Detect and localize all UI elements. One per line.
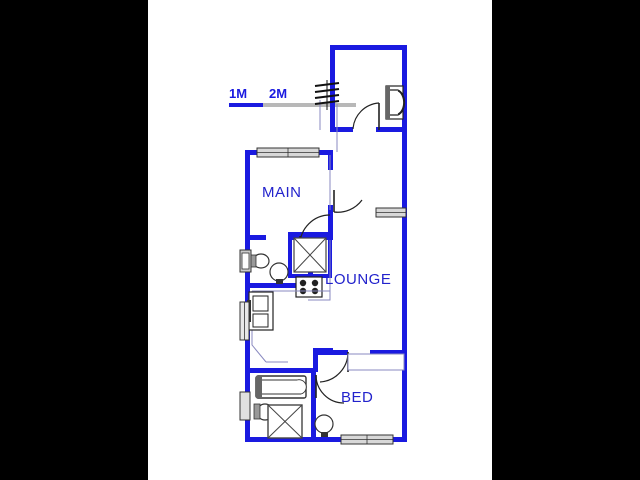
basin-bottom bbox=[314, 414, 334, 437]
room-label-bed: BED bbox=[341, 389, 374, 406]
bottom-bath-cabinet bbox=[239, 391, 251, 421]
scale-segment-2 bbox=[263, 103, 356, 107]
toilet-top bbox=[385, 85, 406, 120]
kitchen-sink bbox=[247, 291, 274, 331]
stove bbox=[295, 276, 323, 298]
bathtub-bottom bbox=[255, 375, 307, 399]
letterbox-left bbox=[0, 0, 148, 480]
door-bottom-bath bbox=[315, 374, 345, 404]
door-lounge-upper bbox=[333, 190, 363, 213]
shower-bottom bbox=[267, 404, 303, 439]
window-main bbox=[256, 147, 320, 158]
window-bed bbox=[340, 434, 394, 445]
scale-bar: 1M 2M bbox=[229, 86, 359, 110]
scale-label-1m: 1M bbox=[229, 86, 248, 101]
closet-bed bbox=[347, 353, 405, 371]
shower-mid bbox=[293, 237, 327, 273]
scale-segment-1 bbox=[229, 103, 263, 107]
room-label-lounge: LOUNGE bbox=[325, 271, 392, 288]
door-top-room bbox=[352, 102, 380, 130]
floor-plan-canvas: 1M 2M bbox=[148, 0, 492, 480]
window-lounge bbox=[375, 207, 407, 218]
door-bed bbox=[319, 351, 349, 383]
room-label-main: MAIN bbox=[262, 184, 302, 201]
stairs-icon bbox=[314, 80, 340, 110]
basin-mid bbox=[269, 262, 289, 284]
toilet-mid bbox=[250, 253, 270, 269]
kitchen-tall-unit bbox=[239, 301, 250, 341]
scale-label-2m: 2M bbox=[269, 86, 288, 101]
bathtub-mid bbox=[239, 249, 252, 273]
floor-plan-drawing bbox=[239, 45, 407, 445]
scale-bar-track bbox=[229, 103, 356, 107]
letterbox-right bbox=[492, 0, 640, 480]
